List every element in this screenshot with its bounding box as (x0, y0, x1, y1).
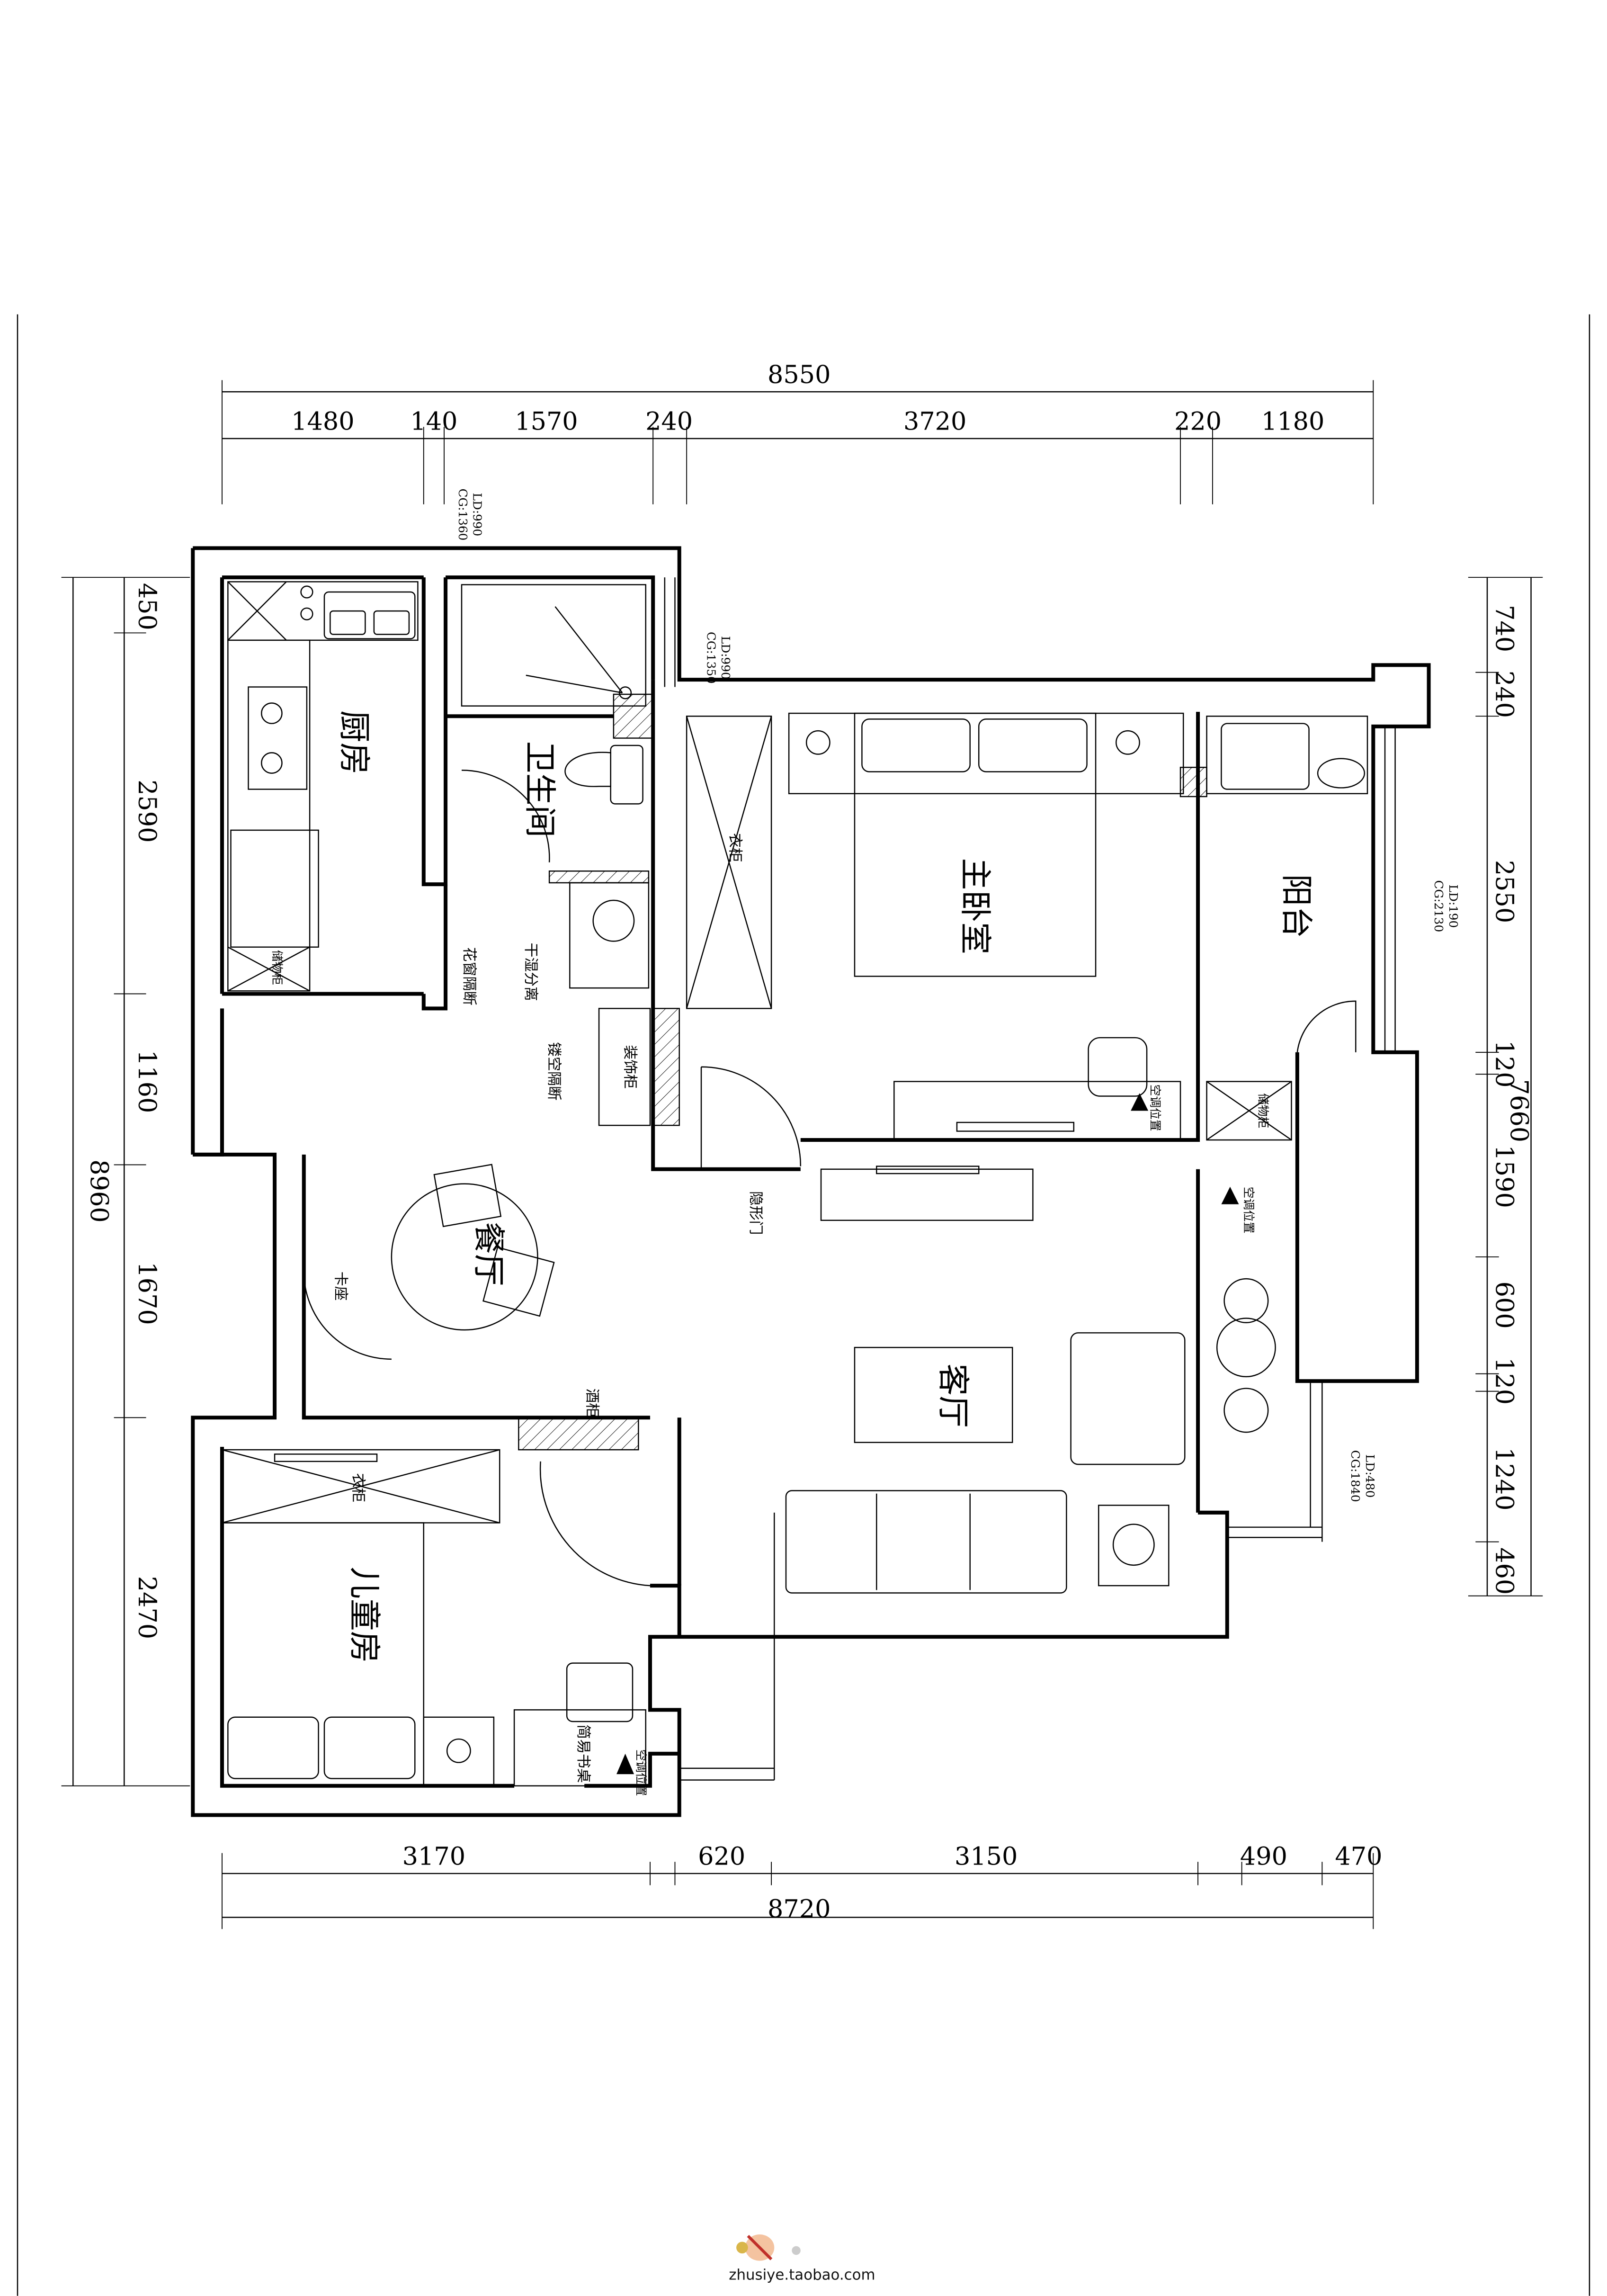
washing-machine-icon (1221, 723, 1310, 790)
room-label-master: 主卧室 (956, 858, 993, 955)
living-furniture: 客厅 空调位置 CG:1840 LD:480 (785, 1166, 1377, 1594)
master-bedroom-furniture: 衣柜 主卧室 空调位置 隐形门 (686, 712, 1184, 1235)
ac-arrow-icon (616, 1753, 634, 1775)
washbasin-icon (592, 899, 635, 942)
window-spec-bath-ld: LD:990 (719, 636, 732, 680)
coffee-table-icon (854, 1346, 1013, 1443)
dim-top: 3720 (903, 407, 966, 436)
dim-bottom: 470 (1335, 1842, 1382, 1871)
window-spec-balcony-ld: LD:190 (1446, 885, 1460, 928)
window-spec-kitchen-ld: LD:990 (471, 493, 484, 537)
dim-right: 600 (1490, 1282, 1519, 1329)
dim-top: 240 (645, 407, 693, 436)
dim-bottom: 3170 (402, 1842, 465, 1871)
room-label-kids: 儿童房 (346, 1567, 383, 1663)
label-desk: 简易书桌 (575, 1724, 592, 1783)
label-hidden-door: 隐形门 (747, 1191, 764, 1235)
label-decor-cabinet: 装饰柜 (622, 1045, 639, 1089)
dining-table-icon (391, 1183, 538, 1331)
top-dimensions: 8550 1480 140 1570 240 3720 220 1180 (222, 360, 1374, 504)
dim-left-total: 8960 (84, 1159, 113, 1222)
dim-left: 1670 (133, 1262, 161, 1325)
dim-right: 120 (1490, 1357, 1519, 1405)
dim-bottom: 620 (698, 1842, 745, 1871)
ac-arrow-icon (1221, 1186, 1239, 1204)
dim-bottom-total: 8720 (768, 1894, 830, 1923)
window-spec-balcony-cg: CG:2130 (1432, 880, 1446, 933)
dim-bottom: 3150 (955, 1842, 1018, 1871)
bottom-dimensions: 3170 620 3150 490 470 8720 (222, 1842, 1383, 1929)
dim-left: 2470 (133, 1576, 161, 1639)
dim-right: 740 (1490, 605, 1519, 652)
room-label-bathroom: 卫生间 (521, 741, 558, 838)
room-label-dining: 餐厅 (470, 1222, 507, 1286)
label-lattice-partition: 花窗隔断 (461, 947, 478, 1005)
label-hollow-partition: 镂空隔断 (545, 1042, 562, 1100)
kids-room-furniture: 衣柜 儿童房 空调位置 简易书桌 (221, 1449, 651, 1796)
bed-icon (854, 712, 1097, 977)
pig-logo-icon (736, 2234, 801, 2261)
bathroom-fixtures: 卫生间 干湿分离 花窗隔断 镂空隔断 装饰柜 CG:1350 LD:990 (461, 584, 732, 1126)
dim-left: 2590 (133, 780, 161, 843)
label-kitchen-cabinet: 储物柜 (270, 950, 284, 985)
left-dimensions: 8960 450 2590 1160 1670 2470 (61, 577, 190, 1786)
stove-icon (248, 686, 308, 790)
exterior-walls (191, 546, 1431, 1817)
label-wine-cabinet: 酒柜 (583, 1389, 600, 1418)
label-ac-master: 空调位置 (1148, 1085, 1162, 1131)
dining-furniture: 餐厅 卡座 酒柜 (303, 1164, 600, 1418)
window-spec-living-ld: LD:480 (1363, 1454, 1377, 1498)
kids-bed-icon (221, 1522, 425, 1787)
label-ac-kids: 空调位置 (634, 1749, 648, 1796)
dim-right: 460 (1490, 1547, 1519, 1595)
ac-arrow-icon (1131, 1093, 1149, 1111)
label-wet-dry: 干湿分离 (522, 943, 539, 1001)
dim-right: 120 (1490, 1040, 1519, 1088)
sofa-icon (785, 1490, 1067, 1594)
window-spec-kitchen-cg: CG:1360 (456, 489, 470, 541)
balcony-fixtures: 阳台 储物柜 CG:2130 LD:190 (1206, 716, 1460, 1141)
dim-right-total: 7660 (1504, 1079, 1533, 1142)
window-spec-living-cg: CG:1840 (1348, 1450, 1362, 1502)
room-label-balcony: 阳台 (1277, 874, 1315, 938)
room-label-kitchen: 厨房 (335, 710, 373, 775)
dim-right: 1590 (1490, 1145, 1519, 1208)
toilet-icon (564, 752, 611, 787)
watermark: zhusiye.taobao.com (729, 2234, 875, 2284)
dim-top: 140 (410, 407, 457, 436)
dim-top: 1480 (291, 407, 354, 436)
dim-left: 450 (133, 583, 161, 630)
window-spec-bath-cg: CG:1350 (704, 632, 718, 684)
label-wardrobe-kids: 衣柜 (350, 1473, 367, 1503)
label-ac-living: 空调位置 (1242, 1187, 1256, 1234)
dim-top: 1180 (1261, 407, 1324, 436)
sink-icon (323, 591, 416, 639)
dim-top: 1570 (515, 407, 578, 436)
dim-left: 1160 (133, 1050, 161, 1113)
interior-walls (222, 577, 1207, 1451)
room-label-living: 客厅 (934, 1363, 972, 1428)
dim-right: 2550 (1490, 860, 1519, 923)
dim-top-total: 8550 (768, 360, 830, 389)
dim-bottom: 490 (1240, 1842, 1287, 1871)
watermark-url: zhusiye.taobao.com (729, 2267, 875, 2284)
dim-top: 220 (1174, 407, 1222, 436)
label-booth-seat: 卡座 (332, 1272, 349, 1301)
dim-right: 1240 (1490, 1447, 1519, 1510)
dim-right: 240 (1490, 671, 1519, 718)
label-wardrobe-master: 衣柜 (727, 833, 744, 862)
right-dimensions: 7660 740 240 2550 120 1590 600 120 1240 … (1468, 577, 1543, 1596)
balcony-basin-icon (1317, 758, 1366, 789)
label-storage-cabinet: 储物柜 (1257, 1093, 1270, 1128)
armchair-icon (1070, 1332, 1186, 1465)
kitchen-fixtures: 厨房 储物柜 CG:1360 LD:990 (227, 489, 484, 992)
